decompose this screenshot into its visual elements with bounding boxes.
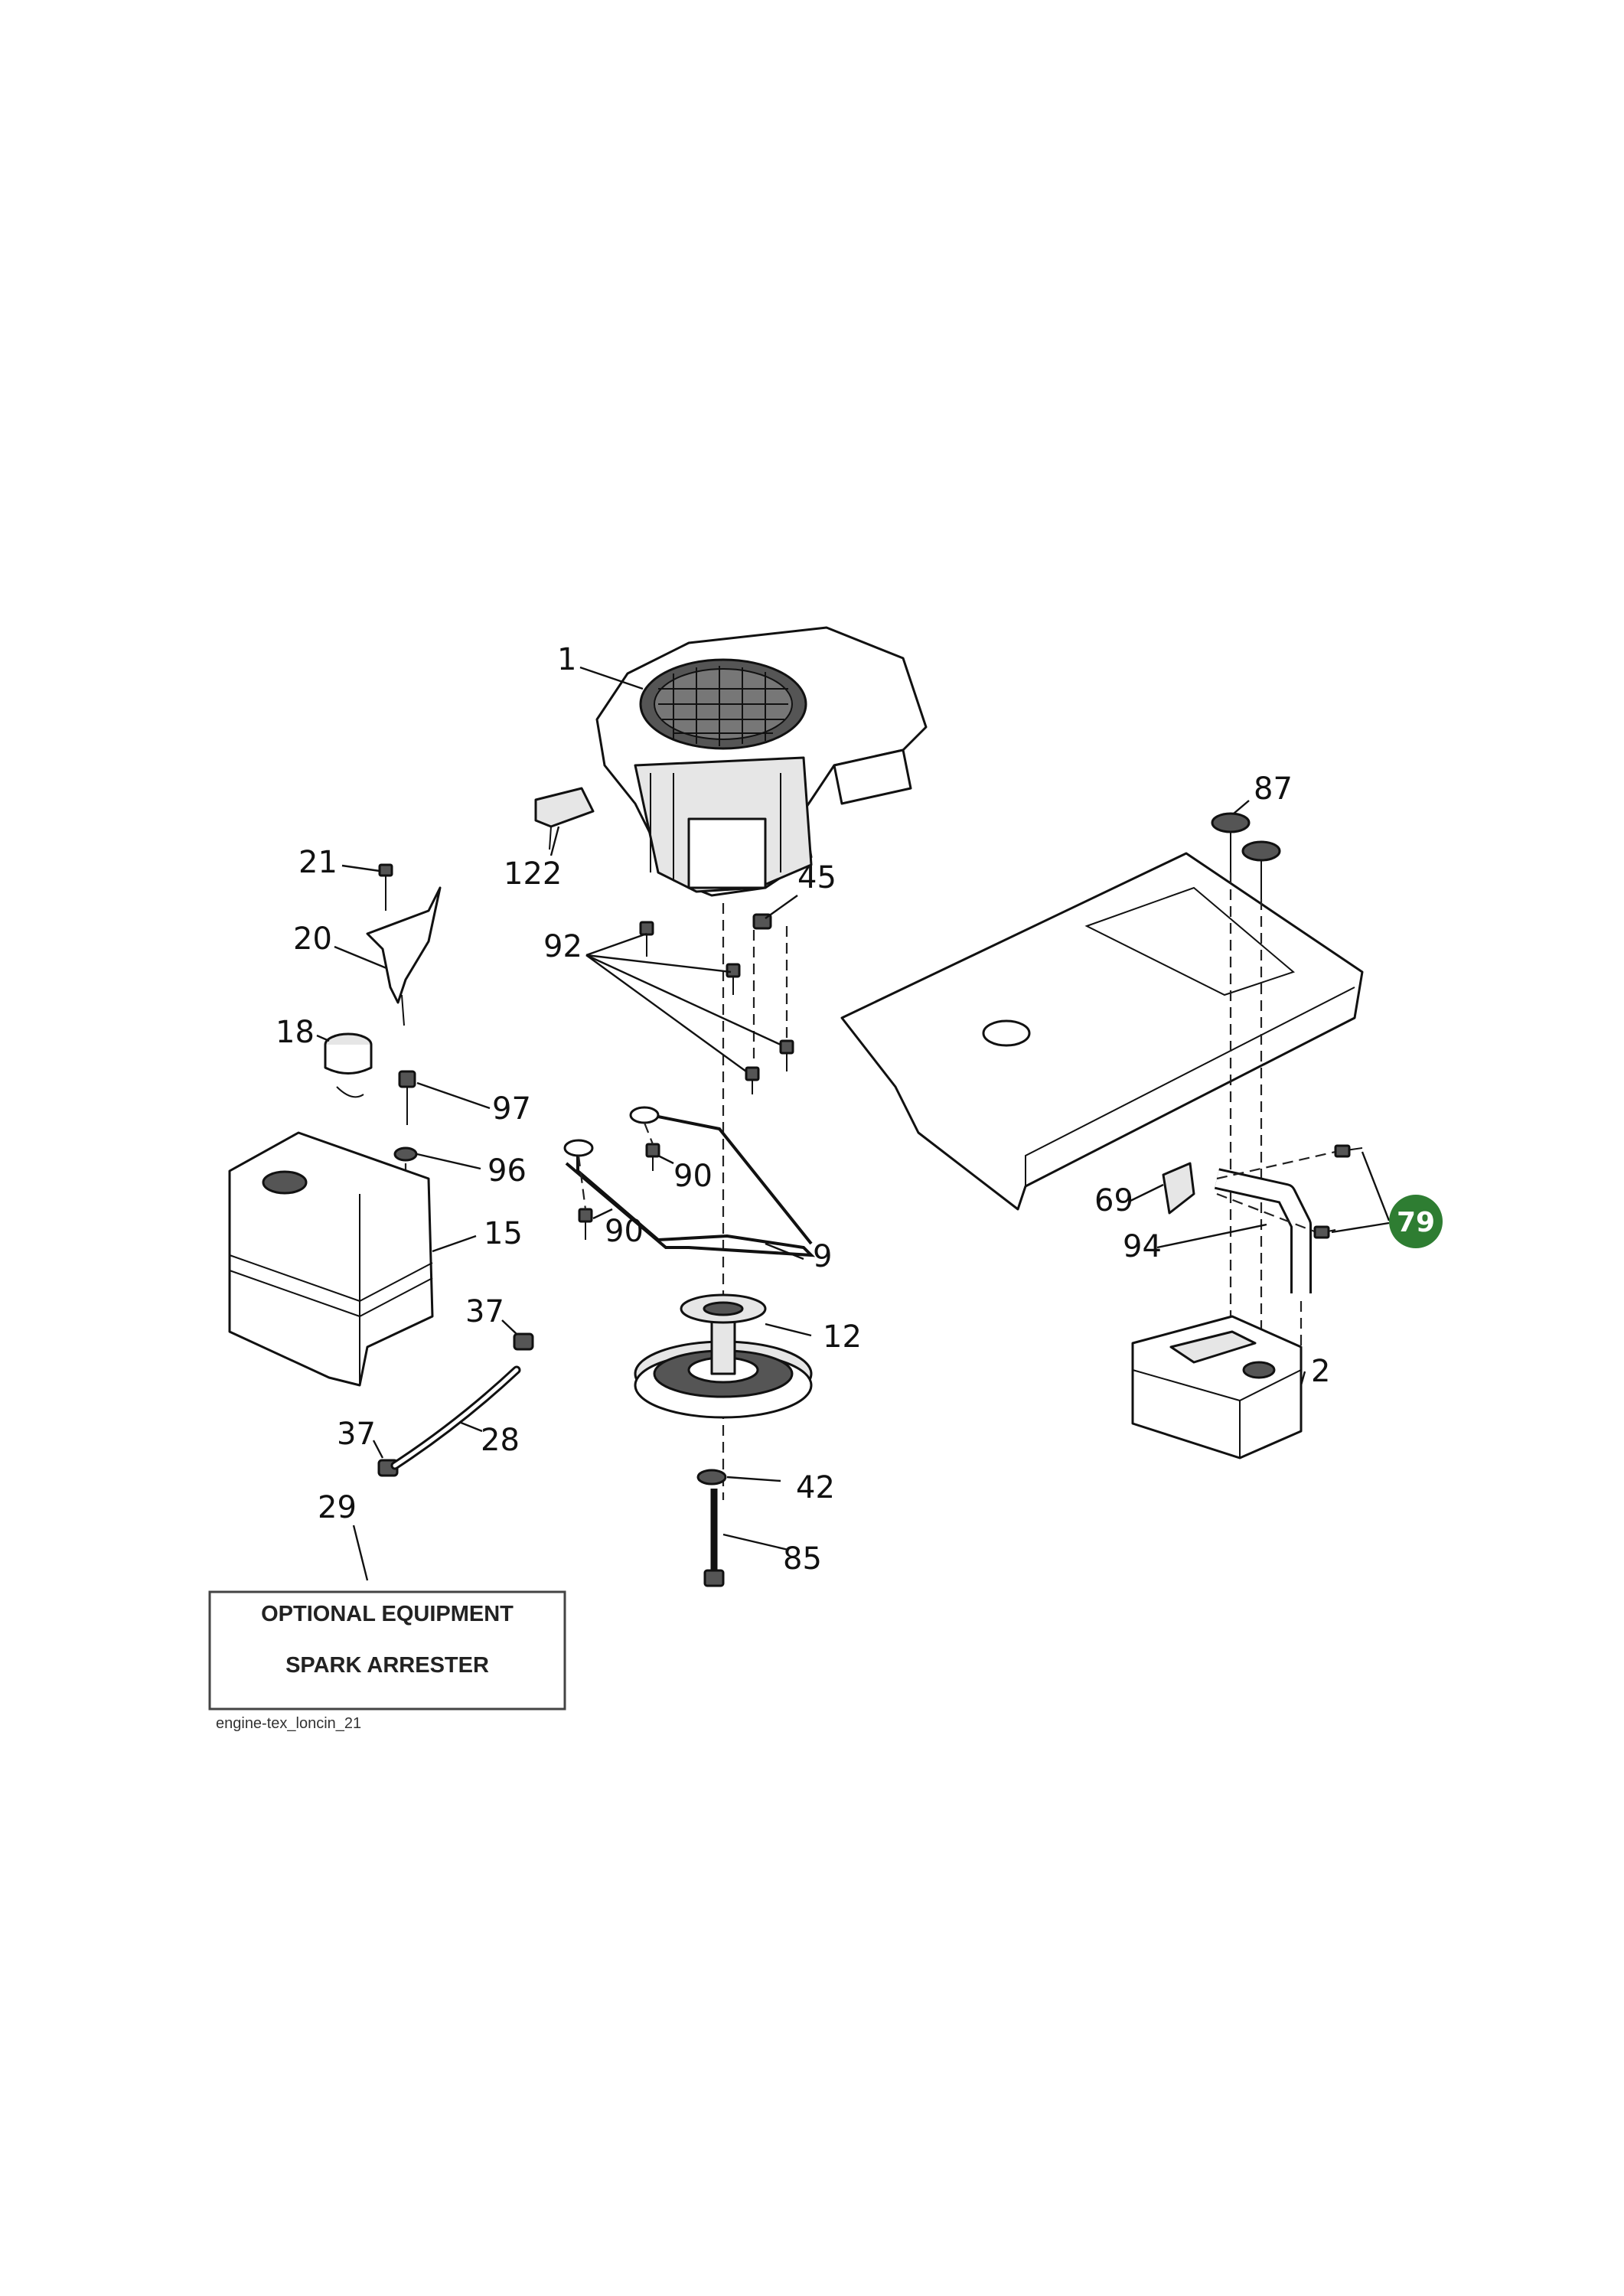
callout-122: 122 [504, 856, 562, 892]
optional-equipment-title: OPTIONAL EQUIPMENT [261, 1602, 514, 1626]
engine-drawing [595, 626, 928, 897]
part-96-washer [393, 1146, 418, 1162]
part-90-bolt-lower [578, 1208, 593, 1223]
callout-21: 21 [298, 845, 338, 880]
throttle-bracket-drawing [366, 863, 442, 1026]
part-87-knobs [1211, 812, 1281, 899]
part-79-badge-circle [1389, 1195, 1443, 1248]
callout-85: 85 [783, 1541, 822, 1577]
callout-37-lower: 37 [337, 1417, 376, 1452]
callout-42: 42 [796, 1470, 835, 1505]
callout-45: 45 [797, 860, 836, 895]
highlighted-part-79-badge[interactable]: 79 [1389, 1195, 1443, 1248]
callout-94: 94 [1123, 1229, 1162, 1264]
part-42-washer [696, 1469, 727, 1486]
part-79-label: 79 [1397, 1207, 1435, 1238]
callout-29: 29 [318, 1490, 357, 1525]
callout-12: 12 [823, 1319, 862, 1355]
part-69-gasket [1162, 1162, 1195, 1215]
callout-69: 69 [1094, 1183, 1133, 1218]
callout-97: 97 [492, 1091, 531, 1127]
spark-arrester-label: SPARK ARRESTER [285, 1653, 489, 1678]
part-97-bolt [398, 1070, 416, 1088]
callout-18: 18 [276, 1015, 315, 1050]
part-37-clamp-upper [513, 1332, 534, 1351]
callout-1: 1 [557, 642, 576, 677]
belt-guide-drawing [563, 1106, 816, 1257]
pulley-drawing [634, 1293, 813, 1419]
part-79-bolts [1313, 1144, 1363, 1239]
callout-20: 20 [293, 921, 332, 957]
callout-37-upper: 37 [465, 1294, 504, 1329]
part-122-drawing [534, 787, 595, 828]
part-92-bolts [639, 921, 794, 1094]
callout-87: 87 [1254, 771, 1293, 807]
callout-9: 9 [813, 1239, 832, 1274]
diagram-filename: engine-tex_loncin_21 [216, 1715, 361, 1732]
callout-90-lower: 90 [605, 1214, 644, 1249]
fuel-cap-drawing [324, 1032, 373, 1098]
frame-plate-drawing [840, 852, 1364, 1211]
callout-96: 96 [488, 1153, 527, 1189]
muffler-drawing [1131, 1315, 1303, 1459]
part-90-bolt-upper [645, 1143, 660, 1158]
callout-90-upper: 90 [673, 1159, 713, 1194]
callout-15: 15 [484, 1216, 523, 1251]
optional-equipment-box: OPTIONAL EQUIPMENT SPARK ARRESTER [208, 1590, 566, 1711]
callout-92: 92 [543, 929, 582, 964]
callout-2: 2 [1311, 1354, 1330, 1389]
fuel-tank-drawing [228, 1131, 434, 1387]
callout-28: 28 [481, 1423, 520, 1458]
